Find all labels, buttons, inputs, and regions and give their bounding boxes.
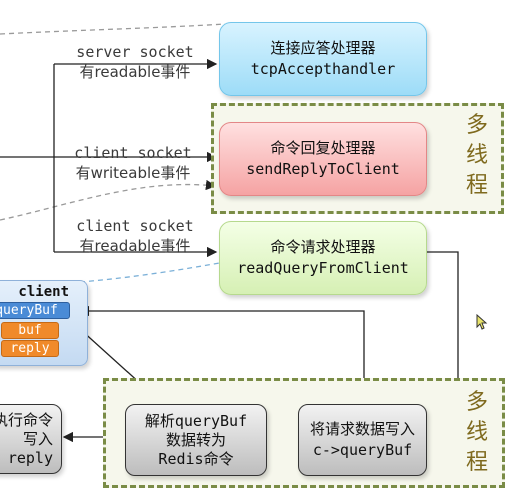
reply-handler-box: 命令回复处理器 sendReplyToClient (219, 122, 427, 196)
client-title: client (18, 284, 69, 300)
accept-handler-box: 连接应答处理器 tcpAccepthandler (219, 22, 427, 96)
dashed-event-curve-top (0, 23, 226, 35)
client-struct: client queryBuf buf reply (0, 280, 88, 366)
accept-handler-code: tcpAccepthandler (250, 60, 396, 78)
client-buf-field: buf (1, 322, 59, 339)
label-server-readable: server socket 有readable事件 (76, 43, 194, 81)
label-client-writeable: client socket 有writeable事件 (74, 144, 192, 182)
dashed-event-curve-mid (0, 179, 217, 221)
reply-handler-code: sendReplyToClient (246, 160, 400, 178)
multithread-label-bottom: 多线程 (466, 390, 489, 475)
client-reply-field: reply (1, 340, 59, 357)
query-handler-box: 命令请求处理器 readQueryFromClient (219, 221, 427, 295)
arrow-write-to-querybuf (78, 305, 365, 403)
label-client-readable: client socket 有readable事件 (76, 217, 194, 255)
client-querybuf-field: queryBuf (0, 302, 70, 319)
dashed-event-curve-low (79, 261, 226, 283)
reply-handler-title: 命令回复处理器 (270, 139, 376, 157)
write-querybuf-box: 将请求数据写入 c->queryBuf (298, 404, 427, 476)
parse-querybuf-box: 解析queryBuf 数据转为 Redis命令 (125, 404, 267, 476)
query-handler-code: readQueryFromClient (237, 259, 409, 277)
mouse-cursor-icon (476, 314, 488, 330)
accept-handler-title: 连接应答处理器 (270, 39, 376, 57)
exec-command-box: 执行命令 写入 reply (0, 404, 62, 474)
multithread-label-top: 多线程 (466, 113, 489, 198)
query-handler-title: 命令请求处理器 (270, 238, 376, 256)
